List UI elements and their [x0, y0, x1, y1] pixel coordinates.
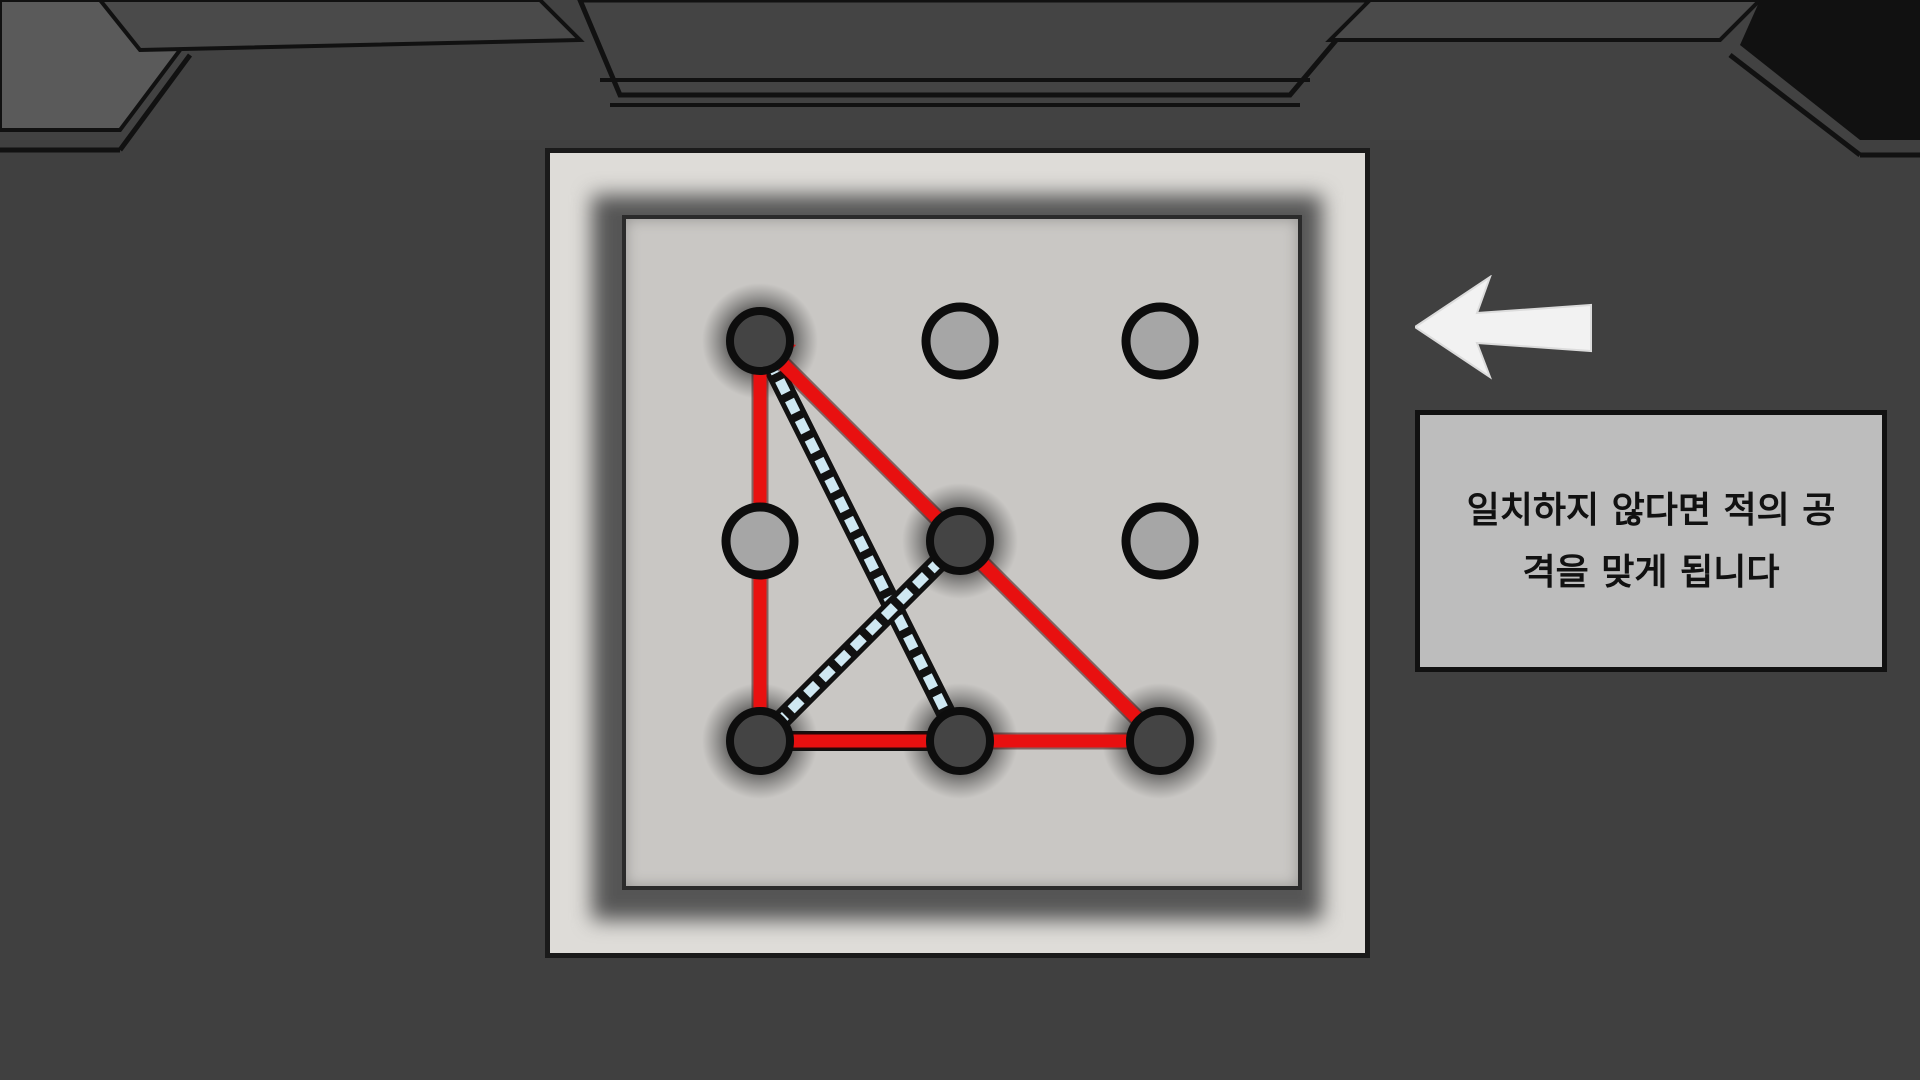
pattern-node-icon[interactable]: [921, 302, 999, 380]
pattern-node-icon[interactable]: [726, 307, 794, 375]
pattern-node-icon[interactable]: [926, 707, 994, 775]
pattern-node-icon[interactable]: [721, 502, 799, 580]
target-path-segment: [756, 537, 964, 745]
pattern-grid[interactable]: [550, 153, 1375, 963]
arrow-left-icon: [1415, 275, 1592, 380]
ceiling-frame: [0, 0, 1920, 158]
pattern-lock-board: [545, 148, 1370, 958]
pattern-node-icon[interactable]: [1126, 707, 1194, 775]
hint-message-box: 일치하지 않다면 적의 공격을 맞게 됩니다: [1415, 410, 1887, 672]
pattern-node-icon[interactable]: [1121, 502, 1199, 580]
pattern-node-icon[interactable]: [726, 707, 794, 775]
target-path-segment: [755, 338, 965, 744]
pattern-node-icon[interactable]: [926, 507, 994, 575]
hint-message-text: 일치하지 않다면 적의 공격을 맞게 됩니다: [1466, 489, 1836, 593]
pattern-node-icon[interactable]: [1121, 302, 1199, 380]
